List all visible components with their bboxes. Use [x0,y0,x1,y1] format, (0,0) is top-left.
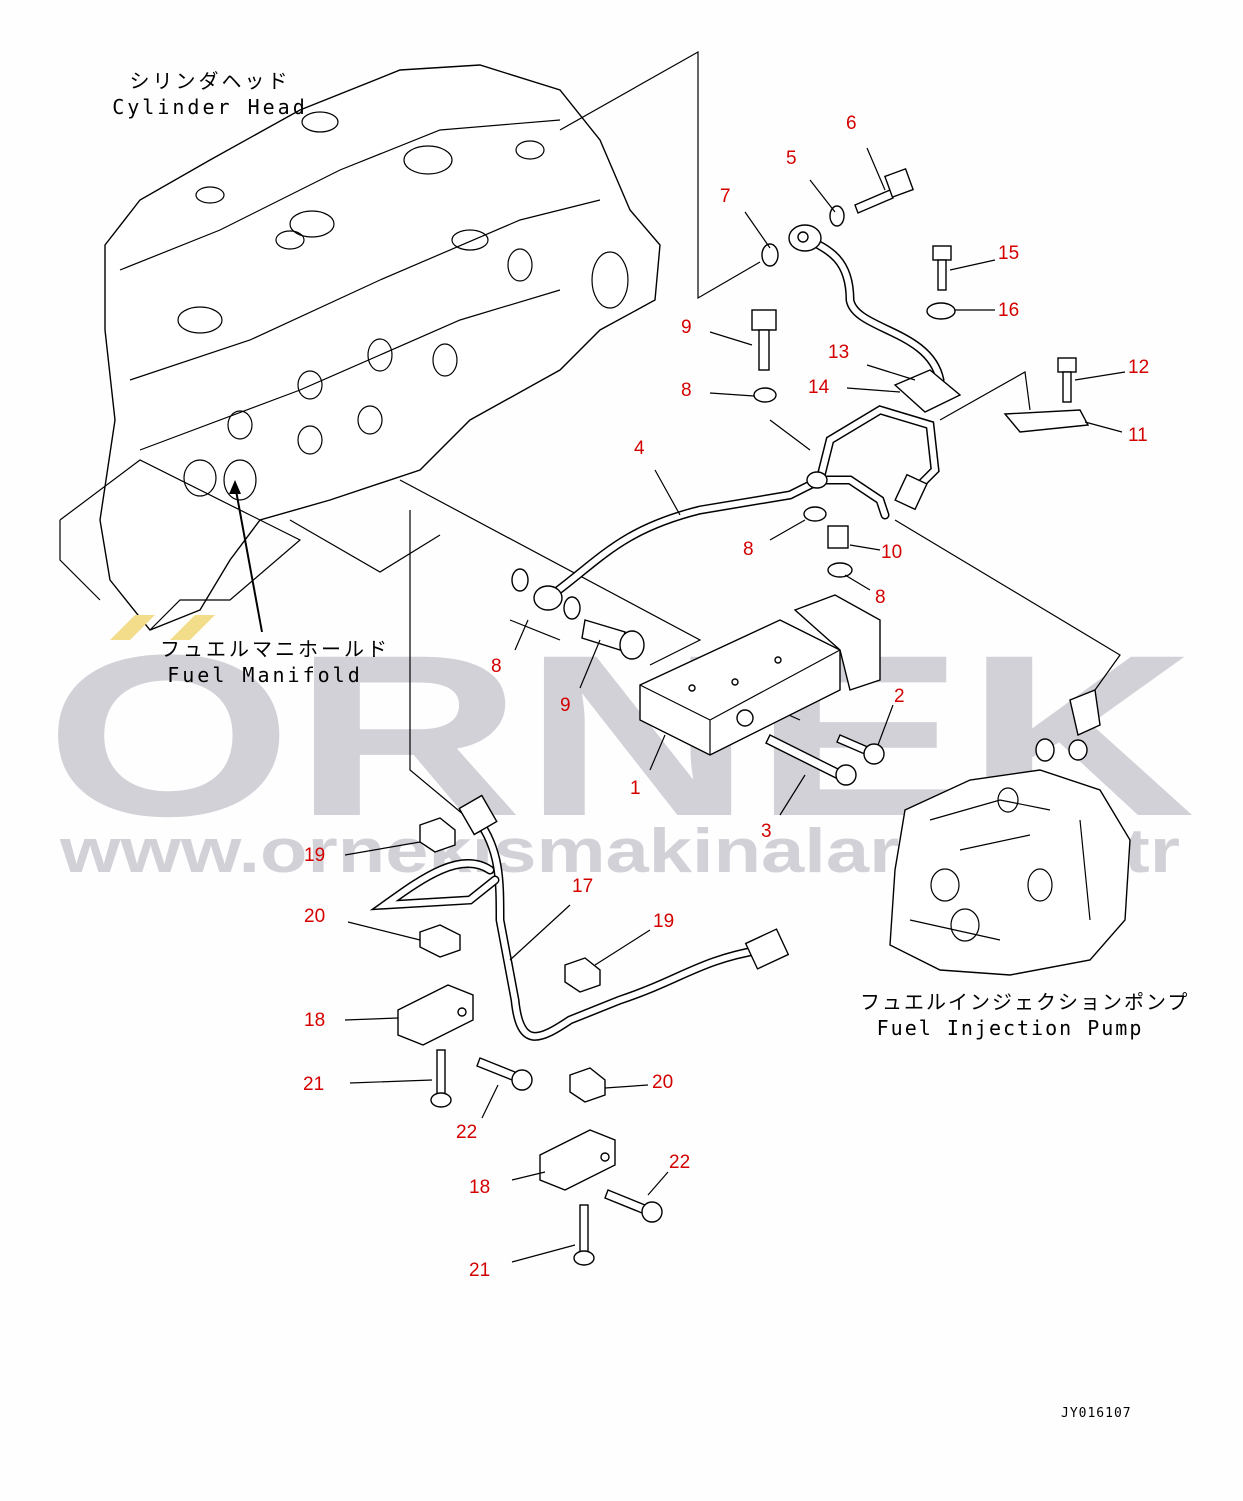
fuel-manifold-label-en: Fuel Manifold [167,663,363,687]
callout-14: 14 [808,377,830,398]
callout-19: 19 [653,911,674,932]
callout-11: 11 [1128,425,1148,446]
fuel-pipe-17 [369,794,790,1041]
callout-2: 2 [894,686,905,707]
pump-label-jp: フュエルインジェクションポンプ [860,990,1190,1014]
drawing-code: JY016107 [1061,1406,1132,1421]
callout-8: 8 [875,587,886,608]
callout-1: 1 [630,778,641,799]
callout-10: 10 [881,542,902,563]
callout-12: 12 [1128,357,1149,378]
fuel-manifold-label: フュエルマニホールド Fuel Manifold [160,636,390,688]
callout-4: 4 [634,438,645,459]
fuel-pipe-4 [533,405,940,611]
callout-8: 8 [681,380,692,401]
cylinder-head-label-jp: シリンダヘッド [129,69,291,93]
callout-20: 20 [652,1072,673,1093]
callout-16: 16 [998,300,1019,321]
callout-13: 13 [828,342,849,363]
clamps-brackets [397,817,663,1266]
callout-17: 17 [572,876,593,897]
fuel-manifold-label-jp: フュエルマニホールド [160,637,390,661]
callout-15: 15 [998,243,1019,264]
hardware [511,168,1101,786]
pump-label-en: Fuel Injection Pump [876,1016,1144,1040]
cylinder-head-label-en: Cylinder Head [112,95,308,119]
callout-21: 21 [303,1074,324,1095]
callout-22: 22 [669,1152,690,1173]
callout-8: 8 [491,656,502,677]
fuel-injection-pump-label: フュエルインジェクションポンプ Fuel Injection Pump [860,989,1190,1041]
callout-18: 18 [469,1177,490,1198]
callout-9: 9 [681,317,692,338]
cylinder-head [59,64,661,631]
callouts: 1 2 3 4 5 6 7 8 8 8 8 9 9 10 11 12 13 14… [303,113,1149,1281]
callout-3: 3 [761,821,772,842]
cylinder-head-label: シリンダヘッド Cylinder Head [110,68,310,120]
watermark-accent [110,615,215,640]
callout-20: 20 [304,906,325,927]
callout-18: 18 [304,1010,325,1031]
arrow-icon [229,480,241,494]
callout-19: 19 [304,845,325,866]
callout-22: 22 [456,1122,477,1143]
callout-7: 7 [720,186,731,207]
fuel-injection-pump [889,738,1131,976]
callout-9: 9 [560,695,571,716]
fuel-pipe-13 [788,224,962,413]
callout-6: 6 [846,113,857,134]
callout-8: 8 [743,539,754,560]
callout-21: 21 [469,1260,490,1281]
fuel-manifold [639,594,881,756]
callout-leaders [344,147,1126,1263]
callout-5: 5 [786,148,797,169]
